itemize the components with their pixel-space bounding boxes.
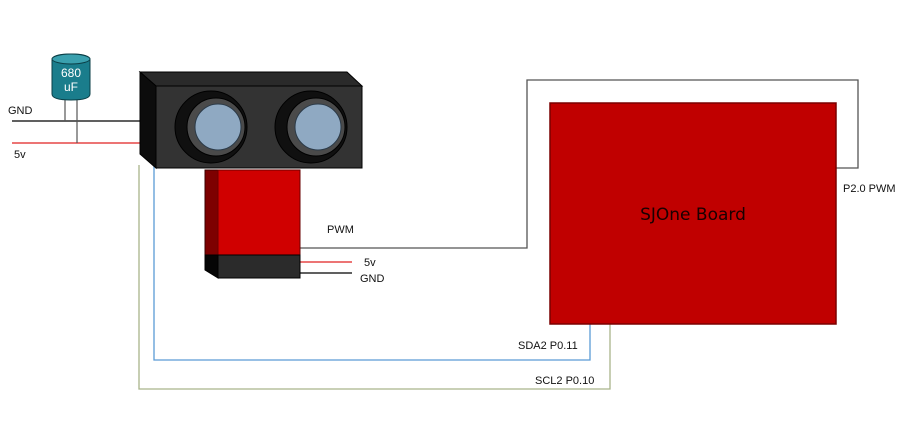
- sensor-base: [217, 254, 301, 279]
- sda-wire: [153, 165, 591, 361]
- sensor-base-side: [204, 254, 219, 279]
- sda-label: SDA2 P0.11: [518, 340, 578, 352]
- capacitor-value-line2: uF: [64, 80, 78, 94]
- sensor-top-face: [138, 71, 364, 87]
- gnd-label-left: GND: [8, 105, 33, 117]
- scl-label: SCL2 P0.10: [535, 375, 594, 387]
- sensor-side-face: [139, 70, 157, 170]
- scl-wire: [138, 165, 611, 390]
- pwm-label: PWM: [327, 224, 354, 236]
- lens-left: [194, 103, 242, 151]
- capacitor: 680 uF: [51, 53, 91, 101]
- gnd-label-sensor: GND: [360, 273, 385, 285]
- pwm-wire: [300, 79, 859, 249]
- ultrasonic-sensor: [138, 70, 364, 279]
- sensor-body: [217, 169, 301, 256]
- capacitor-top: [51, 53, 91, 65]
- vcc-label-left: 5v: [14, 149, 26, 161]
- pwm-pin-label: P2.0 PWM: [843, 183, 896, 195]
- sjone-board: [549, 102, 837, 325]
- capacitor-value-line1: 680: [61, 66, 81, 80]
- vcc-label-sensor: 5v: [364, 257, 376, 269]
- board-title: SJOne Board: [640, 205, 746, 225]
- lens-right: [294, 103, 342, 151]
